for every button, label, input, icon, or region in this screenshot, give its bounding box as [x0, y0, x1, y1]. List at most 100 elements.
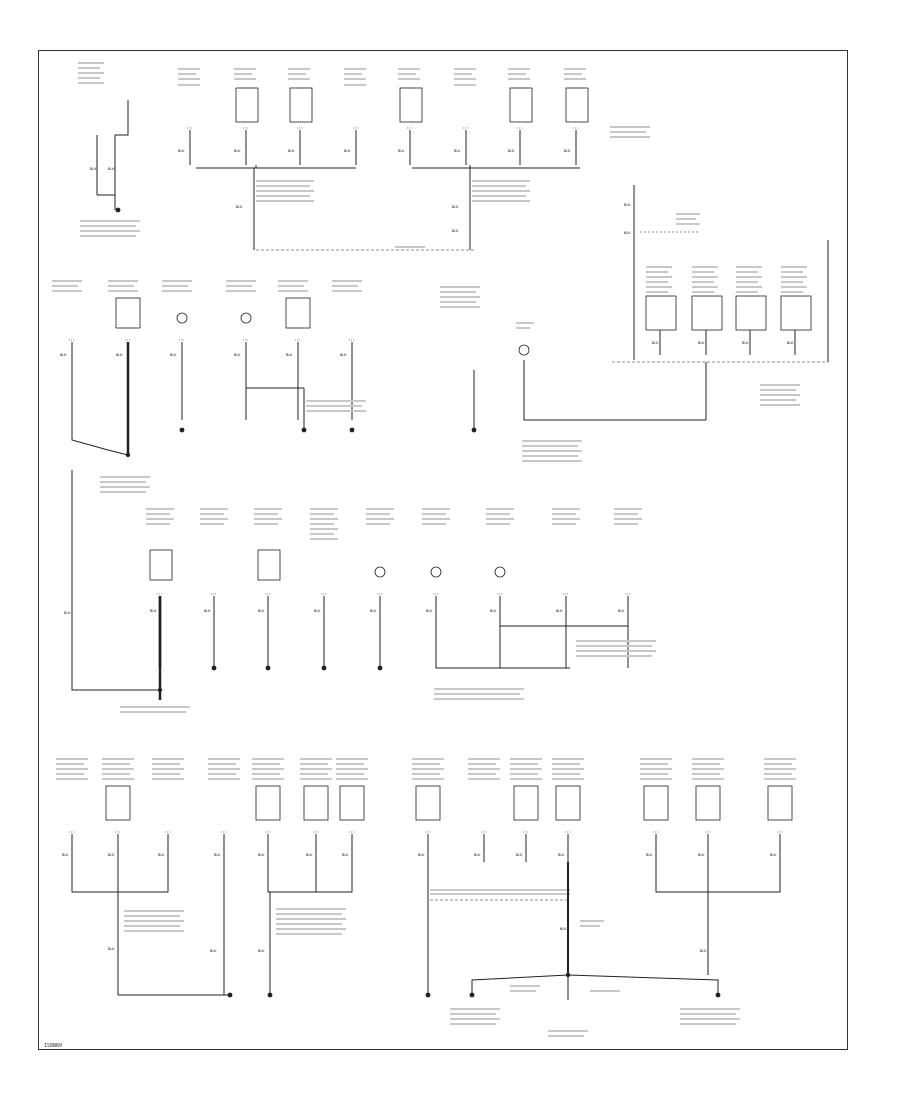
illegible-text: [646, 266, 672, 268]
wire-code: BLK: [108, 947, 115, 951]
illegible-text: [454, 78, 476, 80]
illegible-text: [454, 73, 472, 75]
illegible-text: [398, 73, 416, 75]
illegible-text: [614, 518, 642, 520]
wire-line: [71, 470, 160, 691]
illegible-text: [434, 698, 524, 700]
illegible-text: [288, 68, 310, 70]
diagram-frame: [38, 50, 848, 1050]
illegible-text: [52, 285, 78, 287]
illegible-text: [310, 513, 334, 515]
illegible-text: [80, 220, 140, 222]
component-box: [339, 785, 365, 821]
wire-code: BLK: [452, 205, 459, 209]
illegible-text: [344, 78, 366, 80]
illegible-text: [486, 513, 510, 515]
illegible-text: [764, 773, 792, 775]
illegible-text: [152, 758, 184, 760]
illegible-text: [254, 523, 278, 525]
illegible-text: [450, 1008, 500, 1010]
illegible-text: [510, 985, 540, 987]
wire-code: BLK: [474, 853, 481, 857]
wire-code: BLK: [344, 149, 351, 153]
illegible-text: [522, 455, 578, 457]
illegible-text: [100, 476, 150, 478]
illegible-text: [178, 68, 200, 70]
illegible-text: [764, 778, 796, 780]
illegible-text: [472, 180, 530, 182]
illegible-text: [200, 508, 228, 510]
illegible-text: [208, 768, 240, 770]
illegible-text: [522, 450, 582, 452]
illegible-text: [254, 508, 282, 510]
illegible-text: [276, 918, 346, 920]
illegible-text: [676, 213, 700, 215]
illegible-text: [564, 73, 582, 75]
illegible-text: [120, 706, 190, 708]
illegible-text: [552, 773, 580, 775]
illegible-text: [552, 523, 576, 525]
illegible-text: [306, 405, 362, 407]
illegible-text: [440, 301, 476, 303]
illegible-text: [256, 190, 314, 192]
illegible-text: [434, 693, 520, 695]
illegible-text: [468, 763, 496, 765]
wire-code: BLK: [108, 853, 115, 857]
ground-icon: [115, 207, 121, 213]
illegible-text: [52, 290, 82, 292]
illegible-text: [78, 82, 104, 84]
illegible-text: [610, 131, 646, 133]
illegible-text: [336, 763, 364, 765]
illegible-text: [412, 778, 444, 780]
component-box: [780, 295, 812, 331]
illegible-text: [310, 518, 338, 520]
illegible-text: [78, 77, 100, 79]
illegible-text: [646, 286, 672, 288]
wire-code: BLK: [204, 609, 211, 613]
wire-code: BLK: [258, 949, 265, 953]
wire-code: BLK: [742, 341, 749, 345]
illegible-text: [336, 773, 364, 775]
illegible-text: [440, 296, 480, 298]
illegible-text: [440, 291, 476, 293]
illegible-text: [781, 266, 807, 268]
component-box: [115, 297, 141, 329]
illegible-text: [736, 291, 758, 293]
illegible-text: [454, 84, 476, 86]
illegible-text: [276, 923, 342, 925]
illegible-text: [510, 773, 538, 775]
illegible-text: [412, 768, 444, 770]
illegible-text: [486, 523, 510, 525]
illegible-text: [781, 291, 803, 293]
illegible-text: [276, 933, 342, 935]
illegible-text: [100, 491, 146, 493]
illegible-text: [80, 230, 140, 232]
illegible-text: [124, 910, 184, 912]
illegible-text: [412, 758, 444, 760]
illegible-text: [440, 306, 480, 308]
illegible-text: [680, 1008, 740, 1010]
wire-code: BLK: [60, 353, 67, 357]
illegible-text: [226, 290, 256, 292]
illegible-text: [422, 518, 450, 520]
illegible-text: [508, 68, 530, 70]
illegible-text: [336, 758, 368, 760]
illegible-text: [552, 513, 576, 515]
illegible-text: [576, 655, 652, 657]
illegible-text: [516, 327, 530, 329]
illegible-text: [162, 280, 192, 282]
illegible-text: [736, 286, 762, 288]
illegible-text: [310, 523, 334, 525]
component-box: [555, 785, 581, 821]
ground-icon: [349, 427, 355, 433]
illegible-text: [300, 768, 332, 770]
illegible-text: [146, 523, 170, 525]
illegible-text: [692, 266, 718, 268]
illegible-text: [254, 513, 278, 515]
illegible-text: [120, 711, 186, 713]
illegible-text: [78, 62, 104, 64]
component-box: [509, 87, 533, 123]
illegible-text: [640, 778, 672, 780]
component-box: [255, 785, 281, 821]
